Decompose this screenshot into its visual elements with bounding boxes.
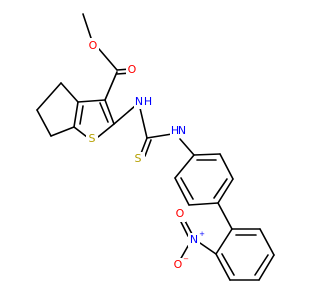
molecule-diagram: O O S N H S H N N + O O − (36, 13, 275, 281)
bond-thio-double-2 (144, 139, 152, 157)
bond-c3a-c4 (60, 82, 79, 103)
carbonyl-oxygen-label: O (128, 63, 137, 76)
ester-oxygen-label: O (89, 39, 98, 52)
amine-h1-label: H (144, 95, 152, 108)
bond-s-c2 (97, 123, 115, 138)
bond-c2-c3-1 (104, 99, 115, 125)
bond-nh2-phenyl (179, 138, 195, 156)
bond-np4 (258, 254, 275, 281)
thione-sulfur-label: S (135, 152, 142, 165)
bond-np5 (259, 228, 275, 256)
nitro-nitrogen-label: N (190, 233, 198, 246)
bond-c5-c6 (36, 109, 52, 137)
bond-c3a-c6a-1 (73, 101, 79, 128)
bond-ph1 (174, 154, 195, 179)
atom-labels: O O S N H S H N N + O O − (86, 38, 205, 272)
bond-ph-inner-2 (213, 178, 228, 199)
bond-c3a-c6a-2 (79, 105, 84, 125)
bond-methyl-o (82, 13, 93, 42)
amine-n1-label: N (135, 95, 143, 108)
bonds (36, 13, 275, 281)
bond-nitro-o-double-1 (179, 219, 189, 237)
bond-o-carbonyl (98, 48, 118, 71)
nitro-nitrogen-charge: + (199, 230, 205, 238)
amine-n2-label: N (178, 124, 186, 137)
bond-ph6 (193, 153, 221, 156)
bond-ph4 (217, 178, 234, 204)
bond-ph5 (219, 153, 234, 180)
bond-c6-c6a (50, 126, 75, 137)
thiophene-sulfur-label: S (89, 132, 96, 145)
bond-nitro-o-single (179, 245, 189, 261)
bond-np1 (215, 228, 233, 255)
bond-c6a-s (73, 126, 88, 138)
bond-np2 (215, 253, 231, 281)
bond-c3-c3a (77, 99, 106, 103)
bond-nh-thio-c (139, 107, 148, 139)
amine-h2-label: H (171, 124, 179, 137)
bond-np-inner-2 (254, 254, 269, 276)
bond-c-nitro (199, 242, 217, 255)
bond-np-inner-1 (221, 253, 235, 276)
bond-carbonyl-c3 (104, 71, 118, 101)
nitro-oxygen-double-label: O (176, 207, 185, 220)
bond-c2-c3-2 (99, 102, 109, 123)
bond-ph-ph2 (217, 202, 233, 230)
bond-c2-nh (113, 105, 136, 125)
bond-c4-c5 (36, 82, 62, 111)
bond-ph3 (188, 202, 219, 206)
bond-thio-c-nh2 (146, 133, 173, 139)
nitro-oxygen-charge: − (183, 255, 189, 263)
nitro-oxygen-single-label: O (174, 258, 183, 271)
bond-ph-inner-1 (180, 177, 194, 200)
bond-ph2 (174, 177, 190, 206)
